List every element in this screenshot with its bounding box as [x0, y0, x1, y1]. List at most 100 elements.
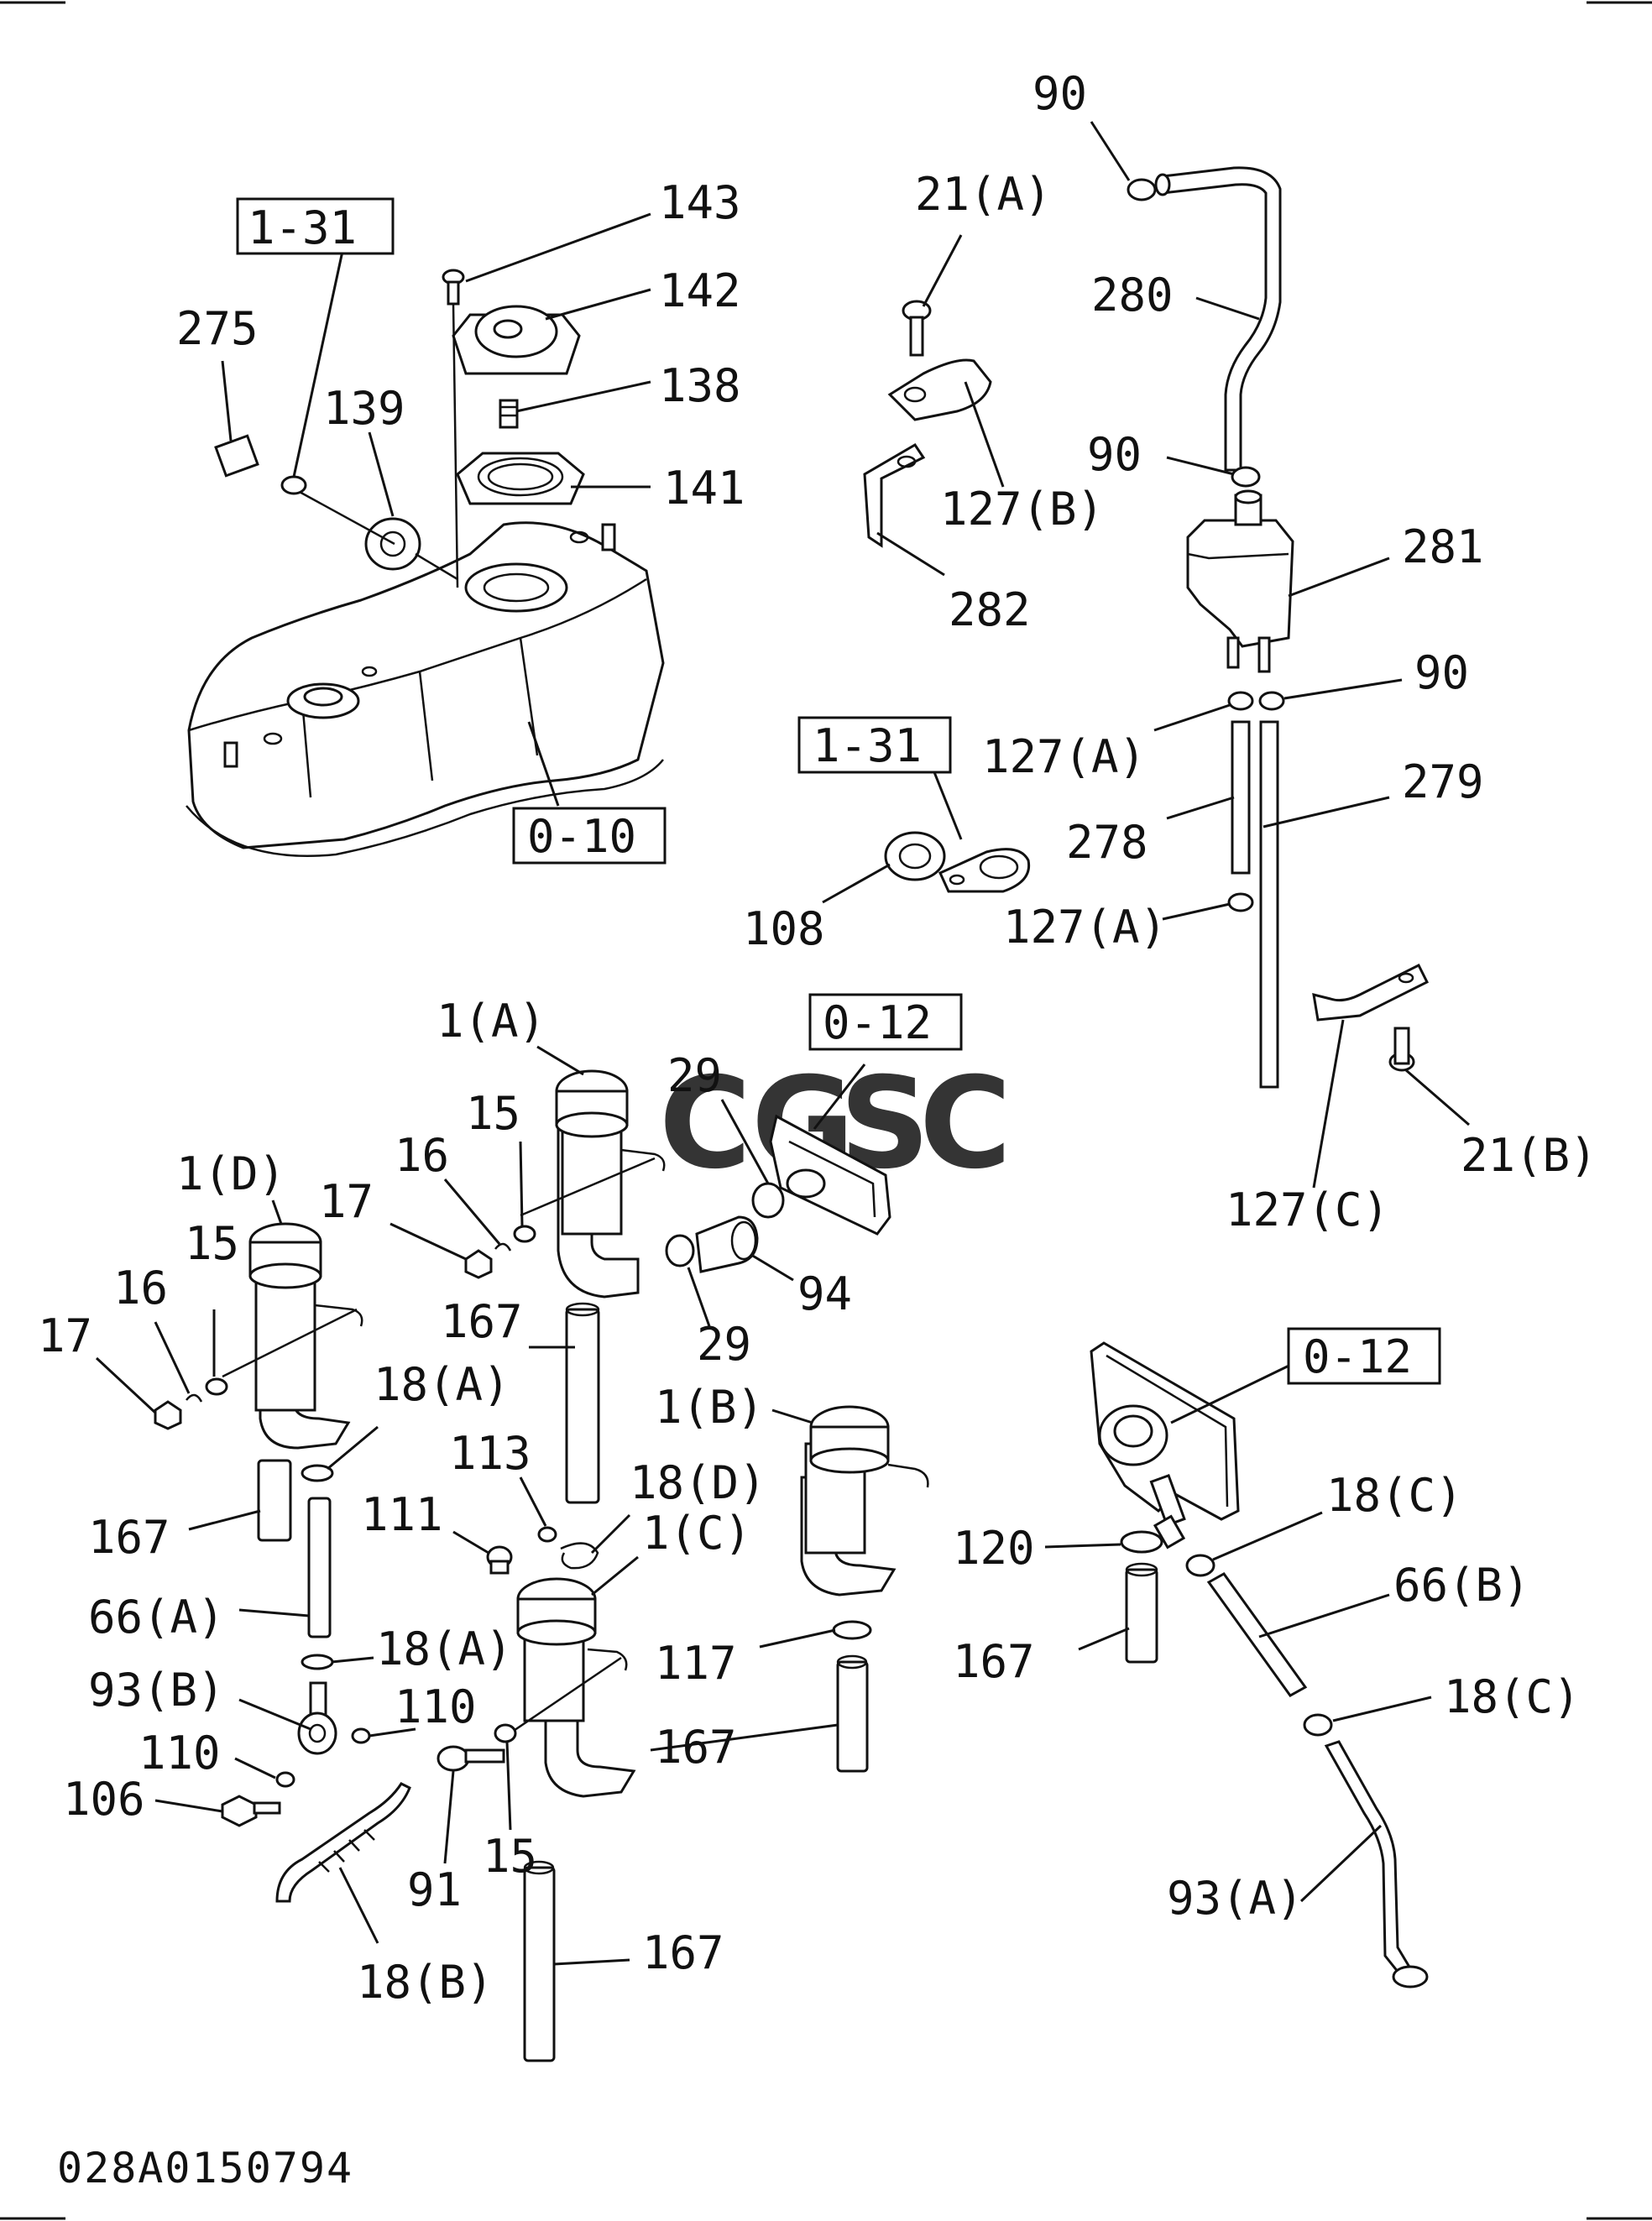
part-15-lower: [494, 1723, 517, 1743]
part-29-lower: [665, 1234, 695, 1267]
part-66b: [1206, 1572, 1308, 1697]
callout-167-e: 167: [953, 1635, 1035, 1688]
part-17-upper: [464, 1249, 493, 1279]
part-280: [1161, 166, 1282, 472]
breather-tank-assembly: 1-31 90 280 90 281 90 127(A) 279 278 127…: [743, 67, 1597, 1236]
part-167-d: [523, 1866, 556, 2062]
part-90-mid: [1231, 466, 1261, 488]
watermark-letter: C: [919, 1051, 1012, 1197]
callout-108: 108: [743, 902, 825, 955]
part-94: [695, 1215, 759, 1273]
part-113: [537, 1526, 557, 1543]
callout-18c-upper: 18(C): [1326, 1469, 1463, 1522]
part-108: [884, 831, 946, 881]
ref-box-0-12-lower: 0-12: [1303, 1330, 1412, 1383]
part-1d: [222, 1222, 363, 1450]
callout-117: 117: [655, 1637, 737, 1690]
callout-15-left: 15: [185, 1217, 239, 1270]
callout-18d: 18(D): [630, 1456, 766, 1509]
part-167-b: [565, 1308, 600, 1504]
callout-281: 281: [1402, 520, 1484, 573]
part-127b: [887, 358, 992, 421]
callout-141: 141: [663, 462, 745, 515]
part-282: [863, 442, 926, 548]
callout-90-mid: 90: [1087, 428, 1142, 481]
part-106: [221, 1795, 281, 1827]
callout-29-upper: 29: [667, 1049, 722, 1102]
ref-box-1-31-top: 1-31: [248, 201, 357, 254]
callout-113: 113: [449, 1427, 531, 1480]
callout-127b: 127(B): [940, 483, 1104, 536]
part-18b: [275, 1782, 411, 1903]
callout-15-upper: 15: [466, 1087, 520, 1140]
part-141: [456, 452, 585, 505]
part-111: [486, 1545, 513, 1575]
callout-18b: 18(B): [357, 1956, 494, 2009]
callout-120: 120: [953, 1522, 1035, 1575]
part-90-top: [1127, 178, 1157, 201]
strainer-assembly: 0-12 1(A) 15 16 17 29 29 94 1(D) 15 16 1…: [38, 993, 963, 2062]
callout-66a: 66(A): [88, 1591, 225, 1644]
callout-167-c: 167: [655, 1721, 737, 1774]
part-1b: [800, 1405, 929, 1597]
callout-110-left: 110: [139, 1727, 221, 1779]
callout-18a-upper: 18(A): [374, 1358, 510, 1411]
callout-1b: 1(B): [655, 1381, 764, 1434]
callout-127a-lower: 127(A): [1003, 901, 1167, 954]
callout-167-d: 167: [642, 1926, 724, 1979]
callout-16-upper: 16: [395, 1129, 449, 1182]
part-138: [499, 399, 519, 429]
ref-box-1-31-mid: 1-31: [813, 719, 922, 772]
callout-90-top: 90: [1032, 67, 1087, 120]
rocker-cover: [187, 521, 665, 849]
part-17-left: [154, 1400, 182, 1430]
part-1a: [520, 1069, 666, 1299]
part-15-left: [205, 1377, 228, 1396]
callout-91: 91: [407, 1863, 462, 1916]
part-66a: [307, 1497, 332, 1638]
callout-167-a: 167: [88, 1511, 170, 1564]
callout-17-upper: 17: [319, 1175, 374, 1228]
part-281: [1186, 519, 1294, 648]
callout-1c: 1(C): [642, 1507, 751, 1560]
part-15-upper: [513, 1225, 536, 1243]
callout-127a-upper: 127(A): [982, 730, 1146, 783]
part-18a-upper: [301, 1464, 334, 1482]
part-93b: [297, 1681, 337, 1755]
callout-167-b: 167: [441, 1295, 523, 1348]
callout-93b: 93(B): [88, 1664, 225, 1717]
part-1c: [503, 1577, 636, 1798]
callout-29-lower: 29: [697, 1318, 751, 1371]
callout-142: 142: [659, 264, 741, 317]
part-93a: [1324, 1740, 1412, 1979]
callout-139: 139: [323, 382, 405, 435]
part-110-left: [275, 1771, 295, 1788]
part-167-a: [257, 1459, 292, 1542]
callout-106: 106: [63, 1773, 145, 1826]
callout-15-lower: 15: [483, 1830, 537, 1883]
part-29-upper: [751, 1182, 785, 1219]
part-167-c: [836, 1660, 869, 1773]
part-16-upper: [494, 1242, 512, 1252]
callout-21a: 21(A): [915, 168, 1052, 221]
callout-18c-lower: 18(C): [1444, 1670, 1581, 1723]
part-117: [832, 1620, 872, 1640]
callout-127c: 127(C): [1226, 1184, 1389, 1236]
part-18a-lower: [301, 1654, 334, 1670]
part-120: [1120, 1530, 1163, 1554]
rocker-cover-assembly: 1-31 0-10 143 142 138 141 275 139: [176, 176, 745, 865]
part-279: [1259, 720, 1279, 1089]
callout-1a: 1(A): [437, 995, 546, 1048]
part-18c-upper: [1185, 1554, 1215, 1577]
callout-21b: 21(B): [1461, 1129, 1597, 1182]
callout-94: 94: [797, 1267, 852, 1320]
callout-110-right: 110: [395, 1680, 477, 1733]
callout-143: 143: [659, 176, 741, 229]
drawing-code: 028A0150794: [57, 2144, 353, 2192]
callout-282: 282: [949, 583, 1031, 636]
part-18d: [560, 1542, 599, 1570]
callout-1d: 1(D): [176, 1147, 285, 1200]
callout-278: 278: [1066, 816, 1148, 869]
part-278: [1231, 720, 1251, 875]
